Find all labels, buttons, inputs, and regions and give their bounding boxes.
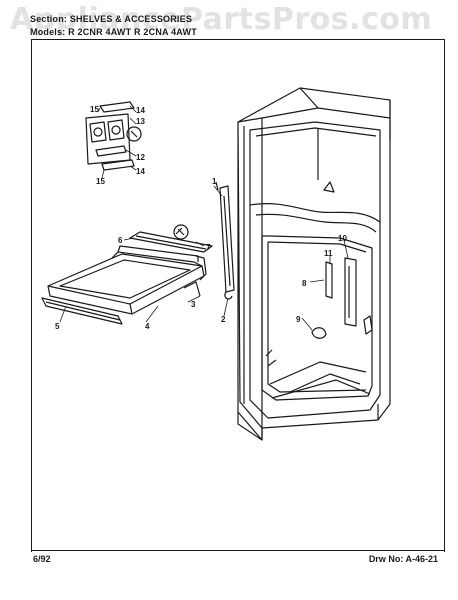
drawing-number: Drw No: A-46-21 xyxy=(368,554,438,564)
callout-15-top: 15 xyxy=(90,105,99,114)
glass-shelf-assembly xyxy=(47,245,207,315)
callout-labels: 1 2 3 4 5 6 7 8 9 10 11 12 13 14 14 15 1… xyxy=(55,105,347,331)
callout-7: 7 xyxy=(206,243,211,252)
callout-4: 4 xyxy=(145,322,150,331)
leader-lines xyxy=(59,105,349,331)
callout-2: 2 xyxy=(221,315,226,324)
callout-13: 13 xyxy=(136,117,145,126)
refrigerator-cabinet xyxy=(237,87,391,441)
models-value: R 2CNR 4AWT R 2CNA 4AWT xyxy=(68,27,197,37)
drawing-footer: 6/92 Drw No: A-46-21 xyxy=(31,550,444,565)
section-header: Section: SHELVES & ACCESSORIES xyxy=(30,14,192,24)
callout-8: 8 xyxy=(302,279,307,288)
callout-3: 3 xyxy=(191,300,196,309)
revision-date: 6/92 xyxy=(33,554,51,564)
clip-parts-group xyxy=(85,101,142,171)
callout-5: 5 xyxy=(55,322,60,331)
section-value: SHELVES & ACCESSORIES xyxy=(69,14,193,24)
models-header: Models: R 2CNR 4AWT R 2CNA 4AWT xyxy=(30,27,197,37)
callout-15-bottom: 15 xyxy=(96,177,105,186)
callout-10: 10 xyxy=(338,234,347,243)
shelf-support-rail xyxy=(215,181,235,300)
callout-14-bottom: 14 xyxy=(136,167,145,176)
callout-12: 12 xyxy=(136,153,145,162)
front-shelf-trim xyxy=(41,297,123,325)
shelf-front-trim xyxy=(129,224,213,253)
callout-14-top: 14 xyxy=(136,106,145,115)
callout-6: 6 xyxy=(118,236,123,245)
callout-1: 1 xyxy=(212,177,217,186)
section-label: Section: xyxy=(30,14,68,24)
diagram-frame xyxy=(31,39,445,552)
callout-9: 9 xyxy=(296,315,301,324)
watermark: AppliancePartsPros.com xyxy=(10,2,433,37)
models-label: Models: xyxy=(30,27,66,37)
callout-11: 11 xyxy=(324,249,333,258)
